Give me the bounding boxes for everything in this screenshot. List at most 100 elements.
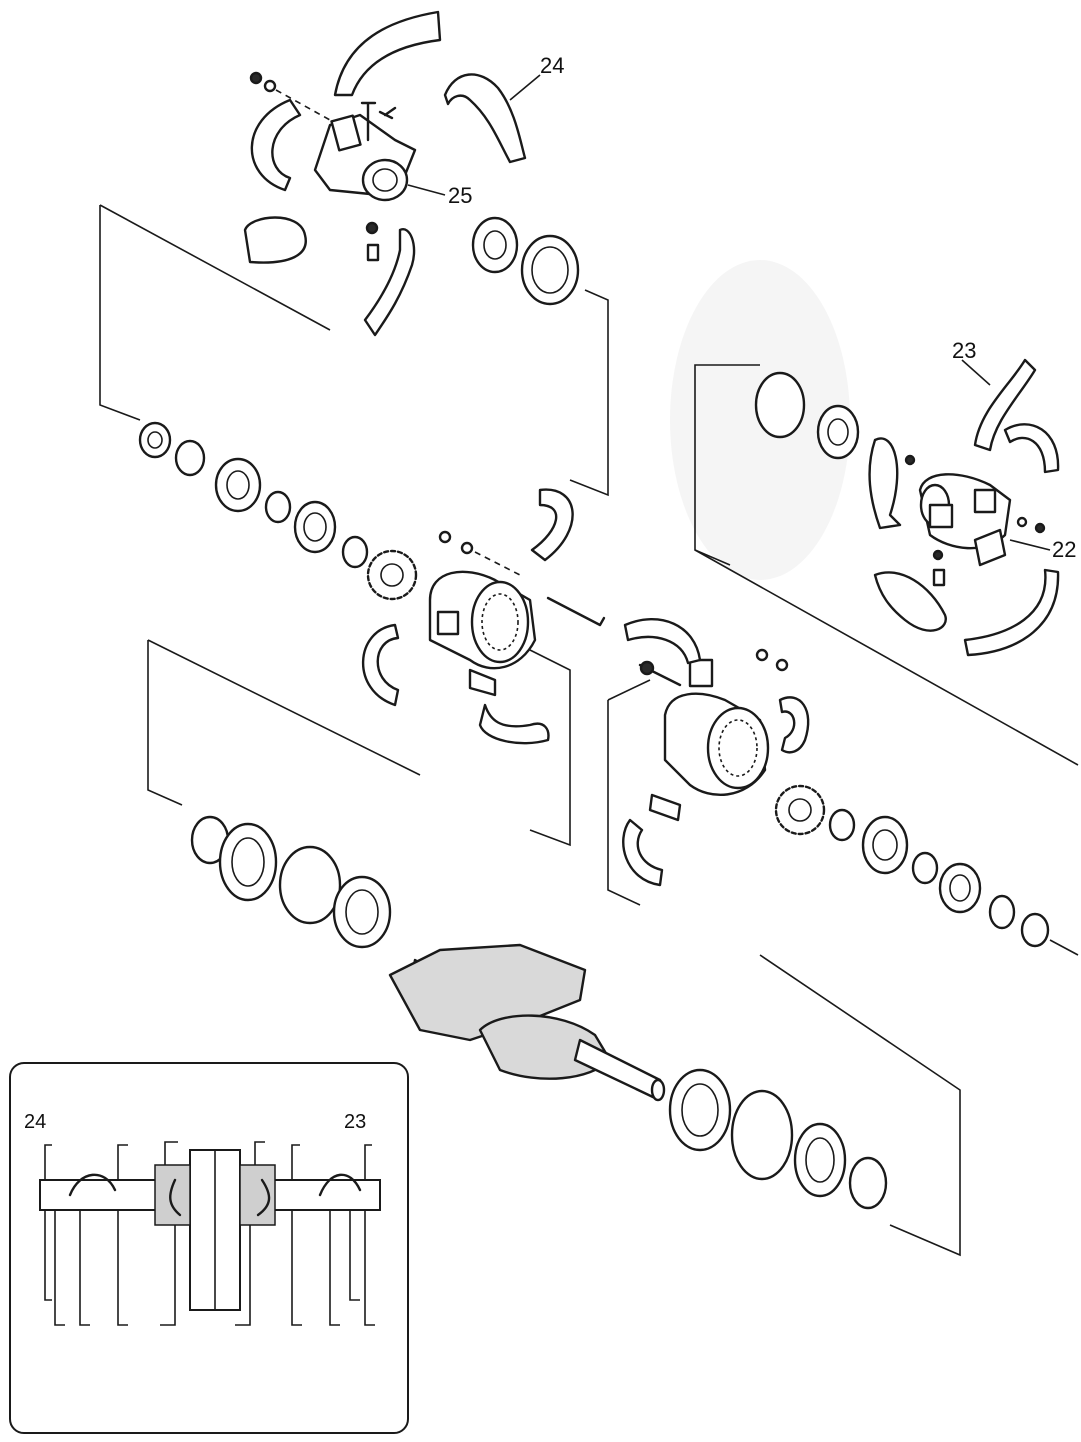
right-hub-bore (706, 706, 770, 790)
right-hub-flange (648, 793, 682, 822)
tine-bottom-mid (363, 228, 416, 337)
seal-ring-8 (1020, 912, 1050, 948)
callout-24: 24 (540, 53, 564, 78)
bearing-4 (218, 822, 278, 902)
tine-23 (973, 358, 1037, 452)
bolt-r-lower (932, 568, 946, 587)
nut-lower (365, 221, 379, 235)
tine-right-bottom (622, 818, 664, 887)
tine-center-left (361, 623, 400, 707)
right-hub-upper-plate-2 (973, 488, 997, 514)
right-hub-spline (718, 719, 758, 777)
left-bearing-row (138, 421, 418, 601)
leader-24 (509, 74, 541, 101)
center-hub-flange (468, 668, 497, 697)
inset-rotation-arrow-mid-right (256, 1178, 271, 1217)
inset-rotation-arrow-mid-left (169, 1178, 182, 1217)
collar-1 (174, 439, 206, 477)
inset-tines (44, 1141, 375, 1326)
bolt-top (360, 101, 397, 142)
bolt-lower (366, 243, 380, 262)
bearing-top (471, 216, 519, 274)
nut-r-1 (1016, 516, 1028, 528)
frame-right-tail (1049, 939, 1079, 956)
leader-dash-center (474, 551, 521, 576)
bearing-top-inner (483, 230, 507, 260)
nut-center-2 (460, 541, 474, 555)
callout-23: 23 (952, 338, 976, 363)
seal-8-inner (872, 829, 898, 861)
hub-mount-plate (330, 114, 362, 152)
inset-label-24: 24 (24, 1111, 46, 1133)
bearing-2 (214, 457, 262, 513)
top-flange-hub-group (243, 10, 580, 337)
frame-middle-right (529, 649, 571, 847)
frame-upper-edge (99, 204, 331, 331)
snap-ring-6 (730, 1089, 794, 1181)
inset-hub-left (154, 1164, 191, 1226)
frame-upper-right (569, 289, 609, 497)
frame-upper-left (99, 205, 141, 421)
center-hub-plate (436, 610, 460, 636)
nut-small-1 (249, 71, 263, 85)
shaft-end (650, 1078, 666, 1102)
bearing-2-inner (226, 470, 250, 500)
nut-right-3 (775, 658, 789, 672)
bearing-8 (938, 862, 982, 914)
inset-rotation-arrow-left (68, 1173, 117, 1197)
lower-right-ring-row (668, 1068, 888, 1210)
center-hub-spline (481, 593, 519, 651)
frame-middle-left (147, 640, 183, 806)
lower-left-ring-row (190, 815, 392, 949)
sprocket-right-bore (788, 798, 812, 822)
inset-label-23: 23 (344, 1111, 366, 1133)
frame-right-edge (694, 549, 1079, 766)
right-mid-ring-row (828, 808, 1079, 956)
snap-ring-3 (341, 535, 369, 569)
main-shaft-group (388, 943, 666, 1102)
nut-center-1 (438, 530, 452, 544)
tine-right-left (868, 437, 902, 530)
bearing-r1 (816, 404, 860, 460)
frame-lower-far (759, 954, 961, 1257)
center-hub-bore (470, 580, 530, 664)
sprocket-right (774, 784, 826, 836)
callout-25: 25 (448, 183, 472, 208)
sprocket-left (366, 549, 418, 601)
seal-6-inner (681, 1083, 719, 1137)
leader-25 (407, 184, 446, 196)
bearing-6-inner (805, 1137, 835, 1183)
frame-lower-right (607, 700, 641, 906)
inset-box-group: 24 23 (9, 1062, 409, 1434)
frame-right-upper (694, 364, 760, 566)
tine-right-arc (1003, 423, 1060, 474)
snap-ring-r1 (754, 371, 806, 439)
tine-center-top (530, 488, 574, 562)
tine-left (250, 98, 302, 192)
tine-24 (443, 73, 527, 164)
bearing-4-inner (231, 837, 265, 887)
washer-2 (264, 490, 292, 524)
inset-rotation-arrow-right (318, 1173, 362, 1197)
snap-ring-8 (828, 808, 856, 842)
nut-right-2 (755, 648, 769, 662)
tine-center-bottom (478, 703, 550, 745)
callout-22: 22 (1052, 537, 1076, 562)
tine-bottom-left (243, 216, 307, 264)
sprocket-left-bore (380, 563, 404, 587)
collar-8 (988, 894, 1016, 930)
snap-ring-5 (278, 845, 342, 925)
seal-3 (293, 500, 337, 554)
bearing-6 (793, 1122, 847, 1198)
seal-5 (332, 875, 392, 949)
right-hub-upper-flange (973, 528, 1007, 567)
hub-bore-inner (372, 168, 398, 192)
nut-r-2 (1034, 522, 1046, 534)
tine-right-bottom-left (873, 571, 947, 632)
seal-top (520, 234, 580, 306)
right-upper-hub-group (754, 358, 1060, 657)
nut-r-3 (932, 549, 944, 561)
tine-right-curl (778, 696, 810, 754)
seal-8 (861, 815, 909, 875)
